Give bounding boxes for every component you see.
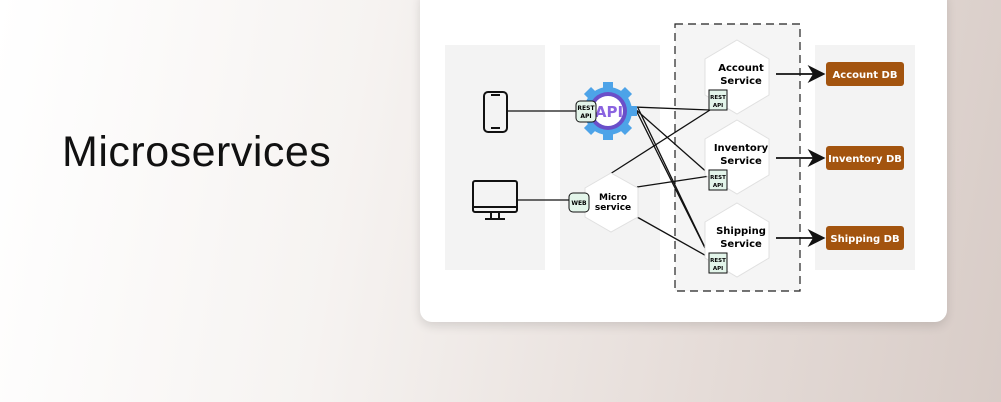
page-title: Microservices: [62, 128, 332, 176]
micro-service-label: Micro: [599, 193, 627, 203]
svg-text:WEB: WEB: [571, 200, 587, 207]
service-name: Service: [720, 156, 762, 167]
database-label: Account DB: [833, 70, 898, 81]
svg-text:API: API: [580, 113, 591, 120]
service-name: Service: [720, 76, 762, 87]
svg-text:API: API: [713, 103, 723, 109]
database-box: [826, 226, 904, 250]
connections: [507, 106, 711, 259]
service-name: Service: [720, 239, 762, 250]
rest-api-badge: REST API: [708, 169, 728, 191]
service-name: Account: [718, 63, 764, 74]
database-box: [826, 62, 904, 86]
svg-text:REST: REST: [710, 175, 726, 181]
client-column: [445, 45, 545, 270]
database-box: [826, 146, 904, 170]
database-label: Shipping DB: [830, 234, 899, 245]
micro-service-label: service: [595, 203, 631, 213]
rest-api-badge: REST API: [708, 252, 728, 274]
api-gear-label: API: [595, 103, 623, 121]
svg-text:REST: REST: [710, 95, 726, 101]
svg-text:REST: REST: [577, 105, 595, 112]
rest-api-badge: REST API: [708, 89, 728, 111]
database-label: Inventory DB: [828, 154, 902, 165]
gateway-column: [560, 45, 660, 270]
micro-service-hexagon: [584, 172, 639, 233]
service-name: Inventory: [714, 143, 769, 154]
api-gateway-gear-icon: API: [579, 82, 637, 140]
rest-api-badge: REST API: [575, 100, 597, 123]
desktop-monitor-icon: [472, 180, 518, 220]
mobile-phone-icon: [483, 91, 508, 133]
svg-text:REST: REST: [710, 258, 726, 264]
svg-text:API: API: [713, 183, 723, 189]
web-badge: WEB: [568, 192, 590, 213]
svg-text:API: API: [713, 266, 723, 272]
service-name: Shipping: [716, 226, 766, 237]
